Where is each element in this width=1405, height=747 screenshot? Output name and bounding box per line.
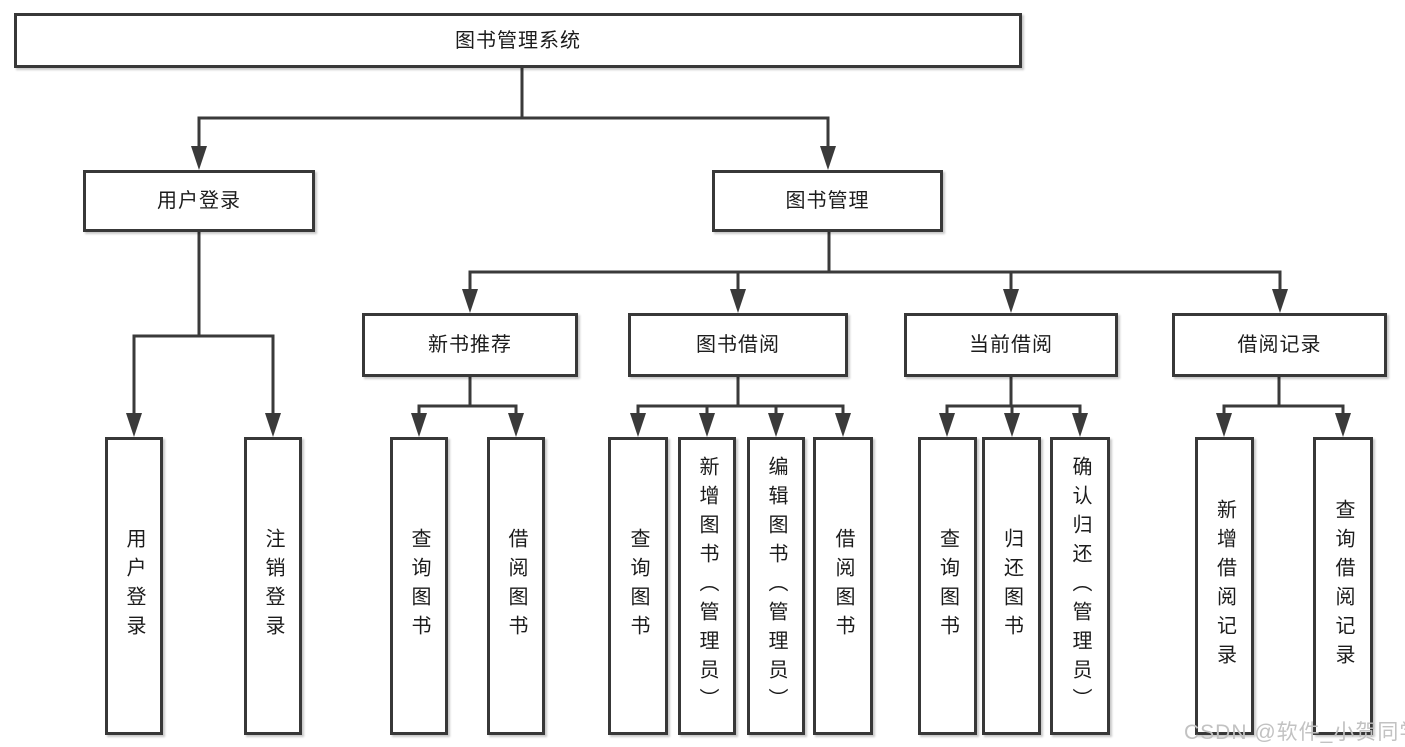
arrowhead-down-icon	[411, 413, 427, 437]
arrowhead-down-icon	[1072, 413, 1088, 437]
node-cb-query-books: 查询图书	[918, 437, 977, 735]
node-cb-confirm-return-admin: 确认归还（管理员）	[1050, 437, 1110, 735]
node-rec-query-books: 查询图书	[390, 437, 448, 735]
node-bb-edit-books-admin: 编辑图书（管理员）	[747, 437, 805, 735]
arrowhead-down-icon	[1003, 289, 1019, 313]
arrowhead-down-icon	[730, 289, 746, 313]
node-bb-add-books-admin: 新增图书（管理员）	[678, 437, 736, 735]
arrowhead-down-icon	[508, 413, 524, 437]
node-leaf-logout: 注销登录	[244, 437, 302, 735]
node-cb-return-books: 归还图书	[982, 437, 1041, 735]
node-book-borrowing: 图书借阅	[628, 313, 848, 377]
arrowhead-down-icon	[462, 289, 478, 313]
node-bb-query-books: 查询图书	[608, 437, 668, 735]
arrowhead-down-icon	[126, 413, 142, 437]
arrowhead-down-icon	[630, 413, 646, 437]
arrowhead-down-icon	[191, 146, 207, 170]
node-br-query-record: 查询借阅记录	[1313, 437, 1373, 735]
node-bb-borrow-books: 借阅图书	[813, 437, 873, 735]
arrowhead-down-icon	[1335, 413, 1351, 437]
node-new-book-recommend: 新书推荐	[362, 313, 578, 377]
arrowhead-down-icon	[699, 413, 715, 437]
arrowhead-down-icon	[1216, 413, 1232, 437]
arrowhead-down-icon	[768, 413, 784, 437]
node-library-system: 图书管理系统	[14, 13, 1022, 68]
arrowhead-down-icon	[265, 413, 281, 437]
arrowhead-down-icon	[1004, 413, 1020, 437]
node-user-login: 用户登录	[83, 170, 315, 232]
node-borrow-records: 借阅记录	[1172, 313, 1387, 377]
node-rec-borrow-books: 借阅图书	[487, 437, 545, 735]
arrowhead-down-icon	[820, 146, 836, 170]
node-leaf-user-login: 用户登录	[105, 437, 163, 735]
node-book-management: 图书管理	[712, 170, 943, 232]
node-current-borrowing: 当前借阅	[904, 313, 1118, 377]
arrowhead-down-icon	[835, 413, 851, 437]
node-br-add-record: 新增借阅记录	[1195, 437, 1254, 735]
csdn-watermark: CSDN @软件_小贺同学	[1184, 721, 1405, 744]
arrowhead-down-icon	[939, 413, 955, 437]
arrowhead-down-icon	[1272, 289, 1288, 313]
